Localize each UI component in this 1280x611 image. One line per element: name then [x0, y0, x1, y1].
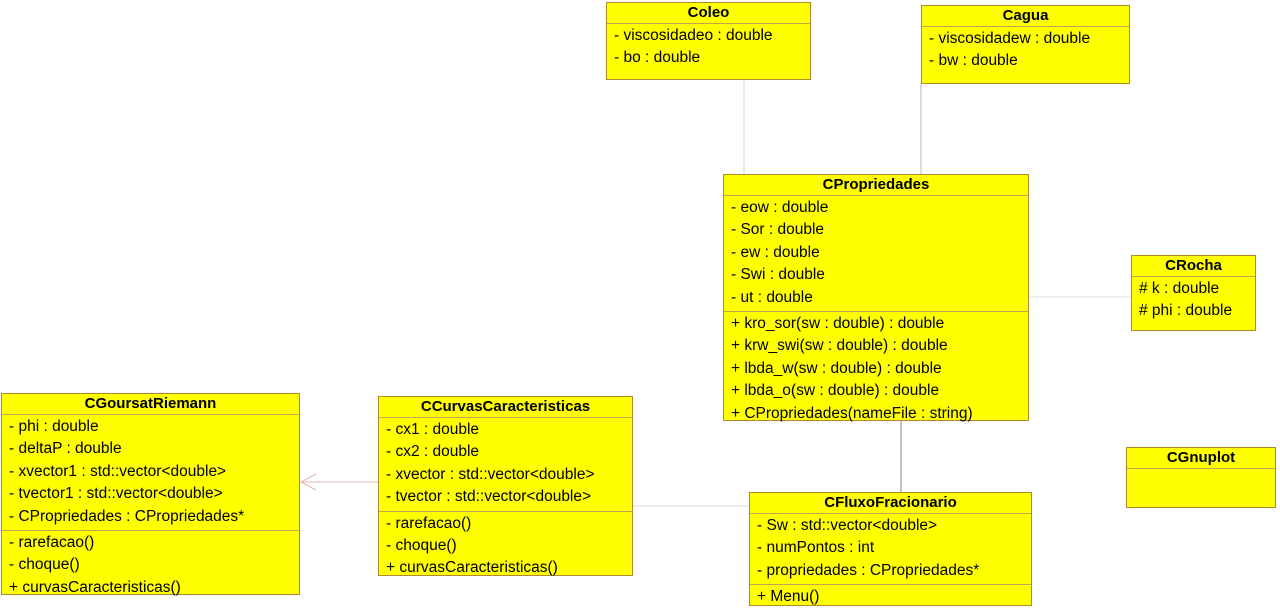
attribute-row: # k : double — [1139, 280, 1220, 297]
operation-row: - choque() — [386, 536, 457, 554]
attribute-row: - CPropriedades : CPropriedades* — [9, 507, 245, 525]
attribute-compartment: # k : double # phi : double — [1132, 277, 1255, 325]
attribute-row: - xvector : std::vector<double> — [386, 465, 595, 483]
operation-row: + curvasCaracteristicas() — [9, 578, 181, 596]
class-cpropriedades[interactable]: CPropriedades - eow : double - Sor : doubl… — [723, 174, 1029, 422]
operation-row: - choque() — [9, 556, 80, 574]
class-name: CGoursatRiemann — [2, 394, 299, 415]
class-coleo[interactable]: Coleo - viscosidadeo : double - bo : doubl… — [606, 2, 811, 80]
attribute-compartment: - phi : double - deltaP : double - xvector… — [2, 415, 299, 531]
operation-row: + lbda_w(sw : double) : double — [731, 359, 942, 377]
attribute-compartment: - eow : double - Sor : double - ew : doubl… — [724, 196, 1028, 312]
class-cgoursatriemann[interactable]: CGoursatRiemann - phi : double - deltaP : … — [1, 393, 300, 596]
operation-row: + krw_swi(sw : double) : double — [731, 337, 948, 355]
attribute-row: - Sor : double — [731, 221, 825, 239]
class-name: CGnuplot — [1127, 448, 1275, 469]
attribute-row: - cx2 : double — [386, 443, 480, 461]
attribute-row: - cx1 : double — [386, 421, 480, 438]
operation-row: + kro_sor(sw : double) : double — [731, 314, 945, 332]
class-name: CPropriedades — [724, 175, 1028, 196]
operation-compartment: - rarefacao() - choque() + curvasCaracteri… — [2, 531, 299, 601]
attribute-row: - phi : double — [9, 418, 99, 435]
attribute-row: - propriedades : CPropriedades* — [757, 561, 980, 579]
operation-row: - rarefacao() — [386, 514, 472, 532]
attribute-row: - ew : double — [731, 243, 820, 261]
operation-row: + lbda_o(sw : double) : double — [731, 382, 940, 400]
class-cfluxofracionario[interactable]: CFluxoFracionario- Sw : std::vector<doub… — [749, 492, 1032, 606]
arrowhead-icon — [299, 473, 317, 491]
attribute-row: - bw : double — [929, 52, 1018, 70]
attribute-compartment: - viscosidadeo : double - bo : double — [607, 24, 810, 72]
attribute-row: - viscosidadeo : double — [614, 27, 773, 44]
class-name: Cagua — [922, 6, 1129, 27]
class-crocha[interactable]: CRocha # k : double # phi : double — [1131, 255, 1256, 331]
class-cagua[interactable]: Cagua - viscosidadew : double - bw : doubl… — [921, 5, 1130, 84]
attribute-row: - ut : double — [731, 288, 813, 306]
attribute-row: - viscosidadew : double — [929, 30, 1091, 47]
operation-compartment: + kro_sor(sw : double) : double + krw_swi… — [724, 312, 1028, 427]
operation-row: + Menu() — [757, 588, 820, 606]
attribute-row: - numPontos : int — [757, 539, 875, 557]
attribute-row: - Sw : std::vector<double> — [757, 517, 938, 534]
class-name: Coleo — [607, 3, 810, 24]
attribute-row: - eow : double — [731, 199, 829, 216]
class-name: CFluxoFracionario — [750, 493, 1031, 514]
attribute-row: - Swi : double — [731, 266, 825, 284]
attribute-row: - tvector : std::vector<double> — [386, 488, 592, 506]
attribute-row: - bo : double — [614, 49, 701, 67]
operation-row: - rarefacao() — [9, 533, 95, 551]
operation-compartment: - rarefacao() - choque() + curvasCaracteri… — [379, 512, 632, 582]
class-cgnuplot[interactable]: CGnuplot — [1126, 447, 1276, 508]
operation-row: + curvasCaracteristicas() — [386, 559, 558, 577]
attribute-row: - xvector1 : std::vector<double> — [9, 462, 227, 480]
operation-row: + CPropriedades(nameFile : string) — [731, 404, 973, 422]
class-name: CRocha — [1132, 256, 1255, 277]
class-ccurvascaracteristicas[interactable]: CCurvasCaracteristicas- cx1 : double- cx… — [378, 396, 633, 576]
attribute-row: - tvector1 : std::vector<double> — [9, 485, 223, 503]
operation-compartment: + Menu() — [750, 585, 1031, 610]
attribute-compartment: - cx1 : double - cx2 : double - xvector : … — [379, 418, 632, 512]
attribute-row: # phi : double — [1139, 302, 1233, 320]
attribute-compartment: - Sw : std::vector<double>- numPontos : … — [750, 514, 1031, 586]
attribute-compartment: - viscosidadew : double - bw : double — [922, 27, 1129, 75]
attribute-row: - deltaP : double — [9, 440, 122, 458]
class-name: CCurvasCaracteristicas — [379, 397, 632, 418]
